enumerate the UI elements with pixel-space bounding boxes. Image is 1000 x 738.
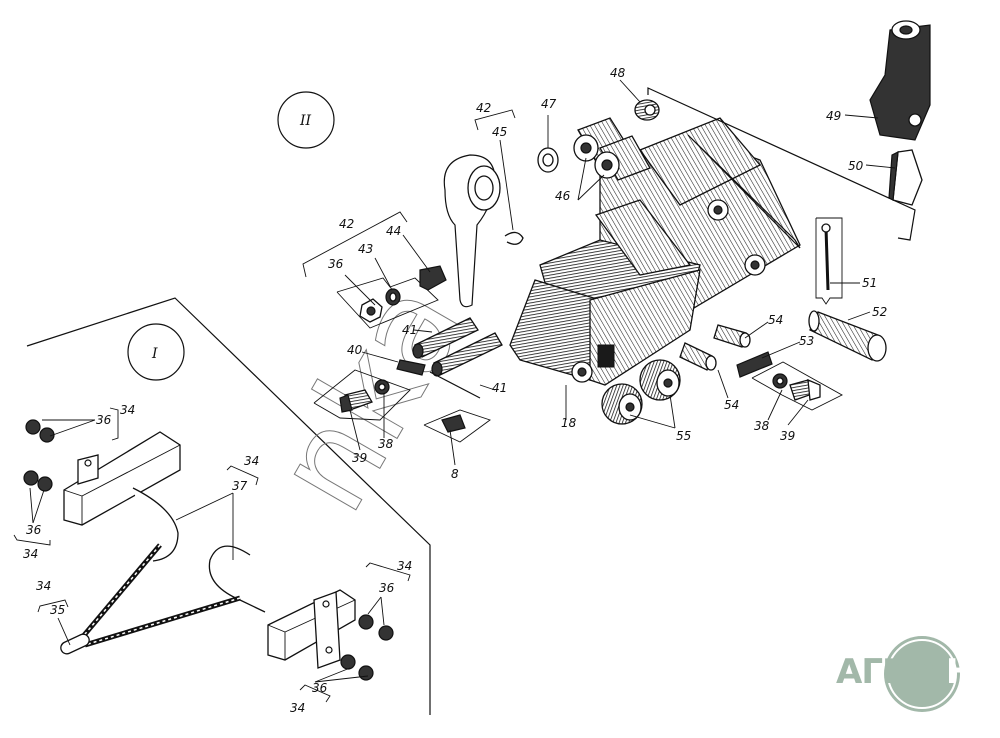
callout-34: 34 xyxy=(23,547,38,561)
part-54-pins xyxy=(679,324,751,371)
view-marker-ii: II xyxy=(277,91,335,149)
callout-48: 48 xyxy=(610,66,626,80)
callout-36: 36 xyxy=(312,681,328,695)
part-49-clevis xyxy=(869,20,931,141)
logo-text-left: АГРО xyxy=(836,652,935,692)
callout-34: 34 xyxy=(290,701,305,715)
section-i-parts xyxy=(23,419,394,681)
part-40-plate xyxy=(396,359,426,376)
thimble-eye xyxy=(443,154,501,308)
part-42-group-left xyxy=(302,211,447,329)
callout-34: 34 xyxy=(397,559,412,573)
part-51-cotter-pin xyxy=(815,217,843,305)
main-frame-assembly xyxy=(509,117,801,386)
part-48-nut xyxy=(634,99,660,121)
view-label-i: I xyxy=(151,346,158,362)
part-45-u-bolt-group xyxy=(474,109,524,245)
callout-36: 36 xyxy=(26,523,42,537)
logo-wordmark: АГРОНКА xyxy=(836,652,1000,692)
callout-37: 37 xyxy=(232,479,248,493)
logo-text-right: НКА xyxy=(945,652,1000,692)
watermark-text: nka xyxy=(245,256,494,536)
callout-36: 36 xyxy=(379,581,395,595)
part-47-washer xyxy=(537,147,559,173)
part-8-grease-fitting xyxy=(423,409,491,443)
callout-54: 54 xyxy=(768,313,783,327)
section-i-boundary xyxy=(26,297,431,715)
callout-39: 39 xyxy=(352,451,367,465)
callout-55: 55 xyxy=(676,429,691,443)
callout-35: 35 xyxy=(50,603,65,617)
part-38-39-left xyxy=(313,369,411,421)
part-53-plate xyxy=(736,351,773,378)
part-41-rods xyxy=(412,317,503,399)
watermark: nka xyxy=(245,255,495,536)
part-46-bushings xyxy=(573,117,651,181)
callout-54: 54 xyxy=(724,398,739,412)
callout-41: 41 xyxy=(402,323,417,337)
callout-52: 52 xyxy=(872,305,887,319)
callout-51: 51 xyxy=(862,276,877,290)
callout-34: 34 xyxy=(36,579,51,593)
callout-44: 44 xyxy=(386,224,401,238)
callout-53: 53 xyxy=(799,334,814,348)
callout-labels: 18 8 34 34 34 34 34 34 35 36 36 36 36 36… xyxy=(23,66,887,715)
callout-18: 18 xyxy=(561,416,577,430)
leader-lines xyxy=(13,79,896,703)
callout-41: 41 xyxy=(492,381,507,395)
part-50-wedge xyxy=(888,149,923,206)
callout-36: 36 xyxy=(96,413,112,427)
part-38-39-right xyxy=(751,361,843,411)
part-55-rollers xyxy=(601,359,681,425)
callout-39: 39 xyxy=(780,429,795,443)
view-marker-i: I xyxy=(127,323,185,381)
callout-34: 34 xyxy=(244,454,259,468)
callout-38: 38 xyxy=(378,437,394,451)
callout-45: 45 xyxy=(492,125,507,139)
callout-38: 38 xyxy=(754,419,770,433)
callout-42: 42 xyxy=(339,217,354,231)
agronka-logo xyxy=(884,636,960,712)
callout-49: 49 xyxy=(826,109,841,123)
linkage-guide-line xyxy=(647,87,916,241)
callout-46: 46 xyxy=(555,189,571,203)
part-52-pin xyxy=(808,310,887,362)
callout-34: 34 xyxy=(120,403,135,417)
callout-8: 8 xyxy=(451,467,459,481)
callout-43: 43 xyxy=(358,242,373,256)
callout-36: 36 xyxy=(328,257,344,271)
callout-40: 40 xyxy=(347,343,363,357)
view-label-ii: II xyxy=(299,113,312,129)
nuts-36 xyxy=(23,419,394,681)
callout-50: 50 xyxy=(848,159,864,173)
callout-47: 47 xyxy=(541,97,557,111)
callout-42: 42 xyxy=(476,101,491,115)
